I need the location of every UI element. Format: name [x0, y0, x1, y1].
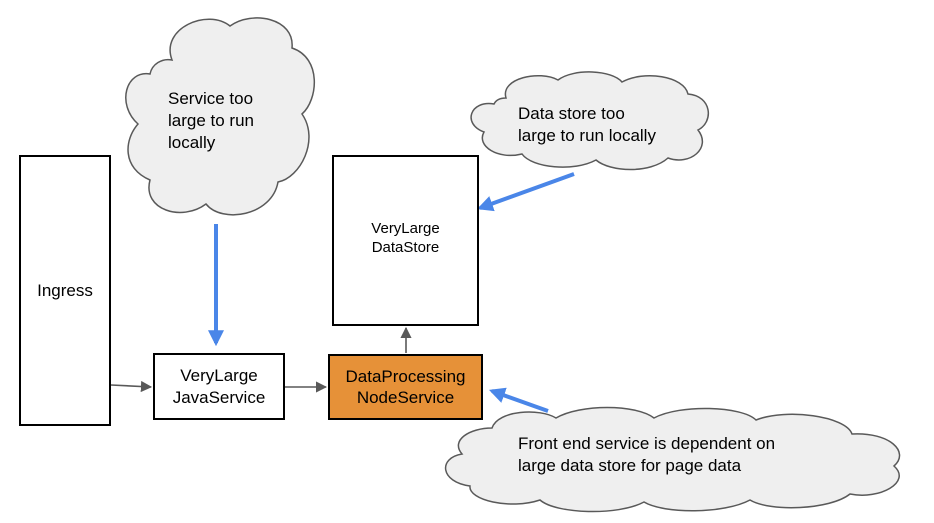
- cloud-front-end-dependent: [444, 406, 901, 513]
- data-processing-node-service-box: DataProcessing NodeService: [328, 354, 483, 420]
- very-large-datastore-box: VeryLarge DataStore: [332, 155, 479, 326]
- ingress-box: Ingress: [19, 155, 111, 426]
- ingress-label: Ingress: [37, 280, 93, 300]
- java-service-label: VeryLarge JavaService: [172, 366, 266, 407]
- cloud-service-too-large: [125, 17, 315, 216]
- cloud-datastore-text: Data store too large to run locally: [518, 104, 656, 145]
- arrow-ingress-to-java: [110, 380, 153, 393]
- datastore-label: VeryLarge DataStore: [371, 219, 440, 256]
- very-large-java-service-box: VeryLarge JavaService: [153, 353, 285, 420]
- callout-arrow-front-end: [488, 387, 549, 413]
- cloud-datastore-too-large: [470, 71, 710, 171]
- cloud-service-text: Service too large to run locally: [168, 89, 254, 152]
- cloud-front-end-text: Front end service is dependent on large …: [518, 434, 776, 475]
- callout-arrow-datastore: [476, 172, 575, 212]
- node-service-label: DataProcessing NodeService: [345, 366, 466, 407]
